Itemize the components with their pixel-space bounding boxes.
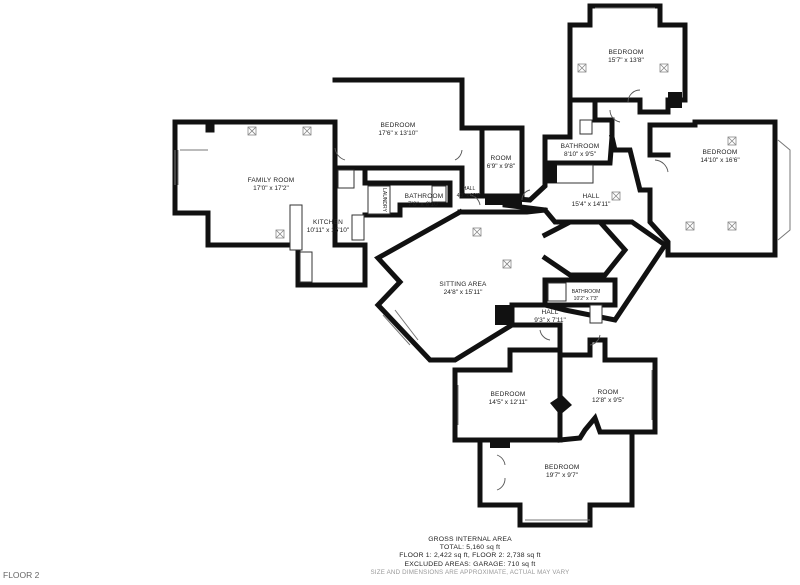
- hall-lower-name: HALL: [541, 309, 558, 316]
- sitting-area-walls: [374, 207, 669, 363]
- laundry-name: LAUNDRY: [381, 188, 387, 212]
- bathroom-lower-walls: [542, 277, 618, 308]
- toilet-mid: [431, 185, 447, 203]
- bedroom-lower-left-dims: 14'5" x 12'11": [489, 399, 528, 406]
- bathroom-upper-name: BATHROOM: [561, 143, 600, 150]
- gross-area-block: GROSS INTERNAL AREA TOTAL: 5,160 sq ft F…: [300, 536, 640, 577]
- area-total: TOTAL: 5,160 sq ft: [439, 544, 501, 552]
- hall-right-dims: 15'4" x 14'11": [572, 201, 611, 208]
- walls: [172, 3, 778, 528]
- bathroom-upper-dims: 8'10" x 9'5": [564, 151, 597, 158]
- solid-blocks: [485, 92, 682, 448]
- bedroom-top-dims: 15'7" x 13'8": [608, 57, 644, 64]
- laundry-unit: [367, 185, 391, 215]
- bedroom-mid-dims: 17'6" x 13'10": [378, 130, 418, 137]
- bedroom-right-name: BEDROOM: [703, 149, 738, 156]
- floor-label: FLOOR 2: [3, 570, 40, 580]
- kitchen-island: [289, 204, 303, 251]
- hall-right-name: HALL: [582, 193, 599, 200]
- room-small-dims: 6'9" x 9'8": [487, 163, 516, 170]
- toilet-upper: [579, 119, 593, 135]
- bedroom-top-walls: [567, 3, 688, 115]
- bedroom-right-dims: 14'10" x 16'6": [700, 157, 740, 164]
- bathroom-lower-name: BATHROOM: [572, 289, 601, 295]
- bedroom-mid-name: BEDROOM: [381, 122, 416, 129]
- bathroom-mid-name: BATHROOM: [405, 193, 444, 200]
- bedroom-bottom-name: BEDROOM: [545, 464, 580, 471]
- room-lower-name: ROOM: [597, 389, 618, 396]
- hall-lower-dims: 9'3" x 7'11": [534, 317, 566, 324]
- bedroom-lower-left-walls: [452, 347, 563, 443]
- room-lower-dims: 12'8" x 9'5": [592, 397, 625, 404]
- bedroom-lower-left-name: BEDROOM: [491, 391, 526, 398]
- windows: [174, 7, 791, 521]
- bedroom-right-walls: [647, 119, 778, 258]
- ceiling-marks: [247, 63, 737, 269]
- room-small-name: ROOM: [490, 155, 511, 162]
- bedroom-bottom-walls: [477, 429, 635, 528]
- doors: [334, 89, 669, 491]
- area-floors: FLOOR 1: 2,422 sq ft, FLOOR 2: 2,738 sq …: [399, 552, 541, 560]
- sitting-area-name: SITTING AREA: [439, 281, 487, 288]
- room-small-walls: [479, 125, 525, 199]
- bathroom-mid-dims: 7'0" x 6'10": [408, 201, 441, 208]
- sitting-area-dims: 24'8" x 15'11": [444, 289, 483, 296]
- stove: [351, 214, 365, 241]
- room-labels: BEDROOM 15'7" x 13'8" BEDROOM 17'6" x 13…: [248, 49, 741, 479]
- family-room-dims: 17'0" x 17'2": [253, 185, 289, 192]
- bedroom-top-name: BEDROOM: [609, 49, 644, 56]
- area-excluded: EXCLUDED AREAS: GARAGE: 710 sq ft: [404, 560, 536, 568]
- area-title: GROSS INTERNAL AREA: [428, 536, 512, 543]
- kitchen-dims: 10'11" x 15'10": [307, 227, 350, 234]
- kitchen-name: KITCHEN: [313, 219, 343, 226]
- kitchen-counter: [299, 251, 313, 283]
- hall-small-dims: 4'3" x 10'6": [457, 193, 482, 199]
- toilet-lower: [589, 304, 603, 324]
- family-room-walls: [172, 119, 368, 288]
- bedroom-bottom-dims: 19'7" x 9'7": [546, 472, 579, 479]
- service-strip-walls: [332, 165, 453, 218]
- family-room-name: FAMILY ROOM: [248, 177, 295, 184]
- fridge: [337, 169, 355, 189]
- area-note: SIZE AND DIMENSIONS ARE APPROXIMATE, ACT…: [370, 568, 570, 576]
- hall-small-name: HALL: [463, 186, 476, 192]
- hall-lower-walls: [509, 322, 658, 443]
- staircase-walls: [541, 219, 629, 278]
- bedroom-mid-walls: [332, 77, 485, 199]
- shower-lower: [547, 282, 567, 302]
- bathroom-lower-dims: 10'2" x 7'3": [574, 296, 599, 302]
- upper-bath-walls: [542, 97, 615, 166]
